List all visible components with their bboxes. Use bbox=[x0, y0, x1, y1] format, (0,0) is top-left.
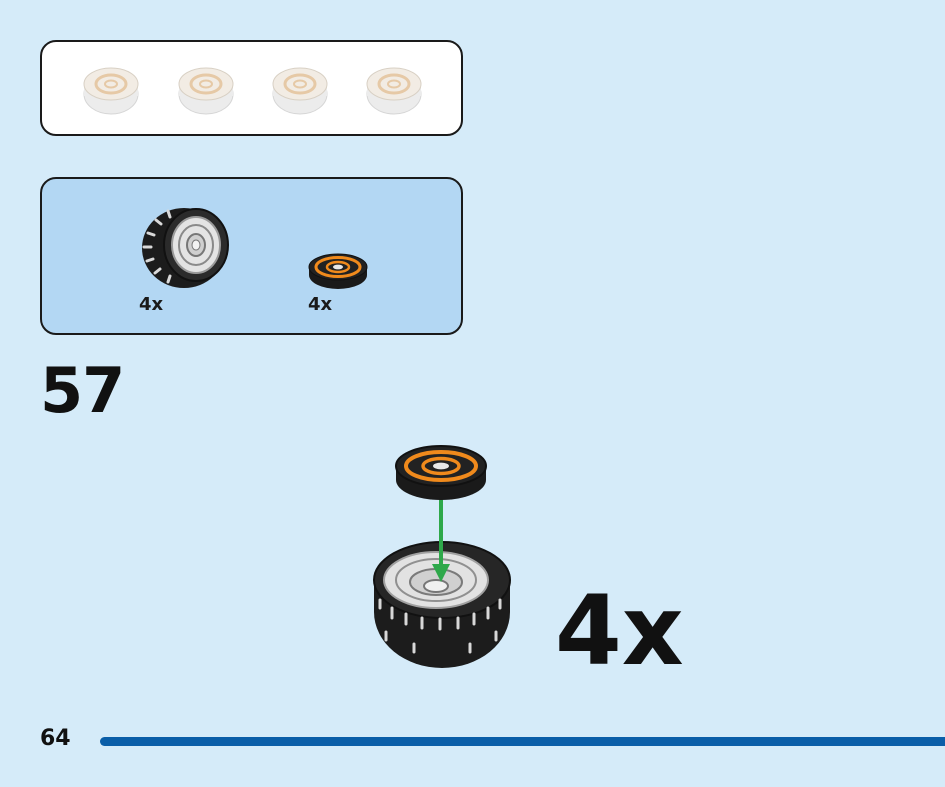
assembly-illustration bbox=[370, 440, 520, 675]
parts-list-panel: 4x 4x bbox=[40, 177, 463, 335]
faded-wheel-icon bbox=[82, 64, 140, 116]
insert-arrow-icon bbox=[432, 498, 450, 582]
tire-quantity: 4x bbox=[139, 294, 164, 315]
page-divider-bar bbox=[100, 737, 945, 746]
faded-wheel-icon bbox=[271, 64, 329, 116]
orange-tile-icon bbox=[307, 251, 369, 291]
step-number: 57 bbox=[40, 354, 125, 427]
orange-tile-icon bbox=[395, 445, 487, 500]
step-quantity: 4x bbox=[555, 575, 684, 687]
faded-wheel-icon bbox=[177, 64, 235, 116]
previous-step-panel bbox=[40, 40, 463, 136]
tire-wheel-icon bbox=[373, 541, 511, 668]
tile-quantity: 4x bbox=[308, 294, 333, 315]
faded-wheel-icon bbox=[365, 64, 423, 116]
page-number: 64 bbox=[40, 726, 71, 751]
tire-wheel-icon bbox=[138, 203, 234, 289]
